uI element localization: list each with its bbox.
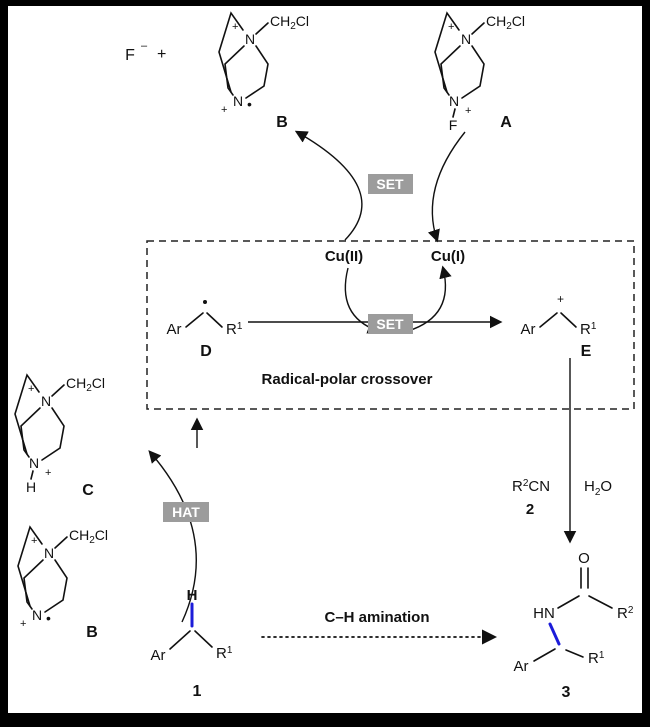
c-r1-bond	[194, 630, 213, 648]
charge-plus: +	[20, 618, 26, 630]
radical-dot	[203, 300, 207, 304]
species-a-label: A	[500, 114, 512, 131]
species-b-bottom-structure: + N CH2Cl N + •	[17, 526, 108, 630]
charge-plus: +	[232, 21, 238, 33]
ar-c-bond	[169, 630, 191, 650]
fluoride-charge: –	[141, 40, 148, 52]
c-r1-bond	[560, 312, 577, 328]
hat-badge-label: HAT	[172, 504, 200, 520]
aryl-label: Ar	[151, 647, 166, 664]
benzylic-h-label: H	[187, 587, 198, 604]
compound-3-label: 3	[562, 684, 571, 701]
ar-c-bond	[533, 648, 556, 662]
crossover-dashed-box	[146, 240, 635, 410]
set-badge-box	[368, 314, 413, 334]
species-d-structure: Ar R1	[167, 300, 243, 338]
hat-arc	[148, 450, 197, 623]
species-b-label: B	[276, 114, 288, 131]
set-badge-label: SET	[376, 176, 404, 192]
r1-label: R1	[226, 321, 243, 338]
aryl-label: Ar	[167, 321, 182, 338]
cu2-label: Cu(II)	[325, 248, 363, 265]
radical-dot: •	[46, 610, 51, 626]
r2cn-label: R2CN	[512, 478, 550, 495]
hat-badge: HAT	[163, 502, 209, 522]
charge-plus: +	[31, 535, 37, 547]
nitrogen-top: N	[41, 393, 51, 409]
ch2cl-group: CH2Cl	[69, 527, 108, 546]
cu1-label: Cu(I)	[431, 248, 465, 265]
plus-sign: +	[157, 46, 166, 63]
species-c-structure: + N CH2Cl N H +	[14, 374, 105, 495]
n-c-blue-bond	[548, 622, 561, 646]
species-c-label: C	[82, 482, 94, 499]
n-h-bond	[30, 470, 34, 480]
aryl-label: Ar	[521, 321, 536, 338]
c-r2-bond	[588, 595, 613, 609]
ch2cl-group: CH2Cl	[270, 13, 309, 32]
water-label: H2O	[584, 478, 612, 498]
ar-c-bond	[185, 312, 204, 328]
c-r1-bond	[565, 649, 584, 658]
hat-badge-box	[163, 502, 209, 522]
charge-plus: +	[465, 105, 471, 117]
set-badge-label: SET	[376, 316, 404, 332]
cycle-arc-set-to-cu1	[407, 265, 452, 332]
nitrogen-top: N	[245, 31, 255, 47]
charge-plus: +	[448, 21, 454, 33]
ar-c-bond	[539, 312, 558, 328]
set-arrow-to-b	[294, 130, 363, 241]
n-f-bond	[452, 108, 456, 118]
nitrogen-bottom: N	[32, 607, 42, 623]
ch2cl-group: CH2Cl	[486, 13, 525, 32]
species-d-label: D	[200, 343, 212, 360]
r1-label: R1	[588, 650, 605, 667]
oxygen-label: O	[578, 550, 590, 567]
canvas	[8, 6, 642, 713]
set-badge-cycle: SET	[368, 314, 413, 334]
charge-plus: +	[28, 383, 34, 395]
amide-nh-label: HN	[533, 605, 555, 622]
nitrogen-bottom: N	[233, 93, 243, 109]
species-a-structure: + N CH2Cl N F +	[434, 12, 525, 133]
set-badge-top: SET	[368, 174, 413, 194]
fluoride-group: F – +	[125, 40, 166, 64]
crossover-caption: Radical-polar crossover	[262, 371, 433, 388]
cation-plus: +	[557, 292, 564, 306]
compound-1-structure: H Ar R1	[151, 587, 233, 664]
compound-2-label: 2	[526, 501, 534, 518]
nitrogen-top: N	[461, 31, 471, 47]
amination-caption: C–H amination	[324, 609, 429, 626]
nitrogen-bottom: N	[449, 93, 459, 109]
species-e-label: E	[581, 343, 592, 360]
fluoride-label: F	[125, 47, 135, 64]
species-b-top-structure: + N CH2Cl N + •	[218, 12, 309, 116]
radical-dot: •	[247, 96, 252, 112]
nitrogen-bottom: N	[29, 455, 39, 471]
c-r1-bond	[206, 312, 223, 328]
species-e-structure: Ar + R1	[521, 292, 597, 338]
r1-label: R1	[580, 321, 597, 338]
nitrogen-top: N	[44, 545, 54, 561]
ch2cl-group: CH2Cl	[66, 375, 105, 394]
fluorine-label: F	[449, 117, 458, 133]
charge-plus: +	[45, 467, 51, 479]
species-b-bottom-label: B	[86, 624, 98, 641]
compound-3-structure: O R2 HN Ar R1	[514, 550, 634, 675]
r2-label: R2	[617, 605, 634, 622]
aryl-label: Ar	[514, 658, 529, 675]
charge-plus: +	[221, 104, 227, 116]
nitrile-reagent: R2CN 2	[512, 478, 550, 518]
hydrogen-label: H	[26, 479, 36, 495]
set-badge-box	[368, 174, 413, 194]
r1-label: R1	[216, 645, 233, 662]
c-n-bond	[557, 595, 580, 609]
compound-1-label: 1	[193, 683, 202, 700]
set-arrow-from-a	[427, 131, 466, 243]
